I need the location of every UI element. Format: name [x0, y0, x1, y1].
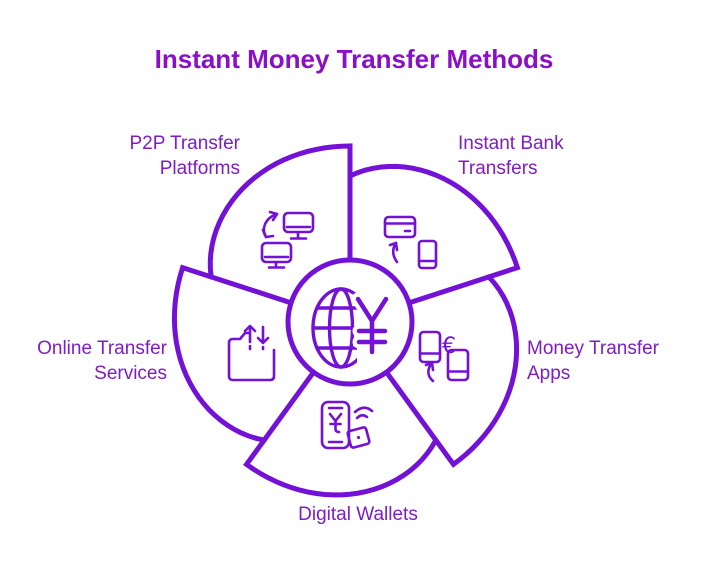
segment-blade-money-apps [382, 274, 520, 468]
segment-label-instant-bank: Instant Bank Transfers [458, 133, 564, 179]
segment-blade-p2p [207, 143, 353, 280]
segment-blade-digital-wallets [243, 368, 439, 498]
globe-icon [311, 287, 357, 369]
segment-label-online-services: Online Transfer Services [37, 338, 167, 384]
folder-up-down-arrows-icon [227, 324, 276, 382]
p2p-computers-swap-icon [260, 210, 315, 269]
phone-to-phone-euro-icon: € [418, 330, 470, 383]
wallet-nfc-phone-icon [320, 400, 374, 450]
segment-label-digital-wallets: Digital Wallets [298, 504, 418, 525]
segment-label-p2p: P2P Transfer Platforms [129, 133, 240, 179]
segment-label-money-apps: Money Transfer Apps [527, 338, 659, 384]
euro-symbol: € [442, 334, 456, 359]
globe-yen-icon [311, 287, 393, 369]
yen-symbol [351, 292, 393, 359]
segment-blade-online-services [171, 264, 296, 443]
page-title: Instant Money Transfer Methods [154, 44, 554, 74]
segment-blades [171, 143, 521, 498]
segment-blade-instant-bank [347, 163, 521, 306]
card-to-phone-transfer-icon [383, 215, 438, 270]
